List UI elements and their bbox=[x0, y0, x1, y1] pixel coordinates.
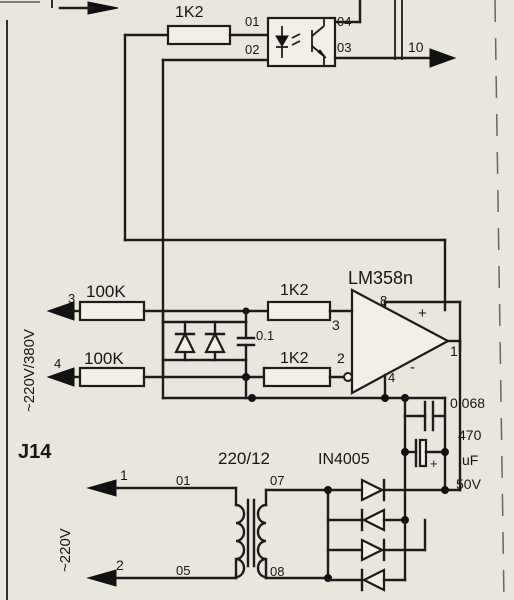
cap-voltage-label: 50V bbox=[456, 476, 482, 492]
resistor-in2-label: 100K bbox=[84, 349, 124, 368]
opto-pin-01: 01 bbox=[245, 14, 259, 29]
resistor-1k2-plus bbox=[266, 300, 332, 322]
transformer-label: 220/12 bbox=[218, 449, 270, 468]
resistor-100k-2 bbox=[78, 366, 146, 388]
optocoupler bbox=[266, 16, 337, 68]
supply-pin-2: 2 bbox=[116, 557, 124, 573]
diode-clamp-1 bbox=[174, 331, 196, 354]
opamp-section: LM358n 8 3 2 4 1 + - 1K2 1K2 0.1 3 4 100… bbox=[21, 238, 462, 492]
input-pin-3: 3 bbox=[68, 291, 75, 306]
transformer-pin-08: 08 bbox=[270, 564, 284, 579]
cap-unit-label: uF bbox=[462, 452, 478, 468]
cap-470-label: 470 bbox=[458, 427, 482, 443]
opto-pin-04: 04 bbox=[337, 14, 351, 29]
input-pin-4: 4 bbox=[54, 356, 61, 371]
opamp-pin-4: 4 bbox=[388, 370, 395, 385]
opto-pin-03: 03 bbox=[337, 40, 351, 55]
opamp-pin-2: 2 bbox=[337, 350, 345, 366]
diode-part-label: IN4005 bbox=[318, 451, 370, 468]
opamp-part-label: LM358n bbox=[348, 268, 413, 288]
resistor-100k-1 bbox=[78, 300, 146, 322]
connector-j14-label: J14 bbox=[18, 441, 52, 463]
resistor-top-1k2 bbox=[166, 24, 232, 46]
opamp-pin-1: 1 bbox=[450, 343, 458, 359]
resistor-minus-label: 1K2 bbox=[280, 350, 309, 367]
resistor-in1-label: 100K bbox=[86, 282, 126, 301]
resistor-plus-label: 1K2 bbox=[280, 282, 309, 299]
output-pin-10: 10 bbox=[408, 39, 424, 55]
resistor-1k2-minus bbox=[262, 366, 332, 388]
supply-pin-2-arrow-icon bbox=[86, 569, 117, 587]
input-voltage-label: ~220V/380V bbox=[21, 329, 38, 412]
opamp-plus: + bbox=[418, 305, 427, 322]
bridge-rectifier bbox=[324, 478, 462, 592]
cap-0068-label: 0.068 bbox=[450, 395, 485, 411]
supply-pin-1-arrow-icon bbox=[86, 479, 117, 497]
opamp-pin-3: 3 bbox=[332, 317, 340, 333]
supply-voltage-label: ~220V bbox=[57, 528, 74, 572]
transformer-pin-01: 01 bbox=[176, 473, 190, 488]
supply-pin-1: 1 bbox=[120, 467, 128, 483]
opamp-lm358n bbox=[350, 288, 451, 395]
top-section: 1K2 01 02 03 04 10 bbox=[58, 0, 457, 400]
supply-section: J14 220/12 1 2 01 05 07 08 ~220V IN4005 … bbox=[18, 395, 485, 592]
output-arrow-icon bbox=[429, 48, 457, 68]
opto-pin-02: 02 bbox=[245, 42, 259, 57]
resistor-top-label: 1K2 bbox=[175, 4, 204, 21]
transformer-pin-05: 05 bbox=[176, 563, 190, 578]
diode-clamp-2 bbox=[204, 331, 226, 354]
transformer-220-12 bbox=[234, 486, 330, 580]
opamp-minus: - bbox=[410, 359, 415, 376]
cap-small-label: 0.1 bbox=[256, 328, 274, 343]
opamp-pin-8: 8 bbox=[380, 293, 387, 308]
cap-plus-label: + bbox=[430, 456, 438, 471]
transformer-pin-07: 07 bbox=[270, 473, 284, 488]
